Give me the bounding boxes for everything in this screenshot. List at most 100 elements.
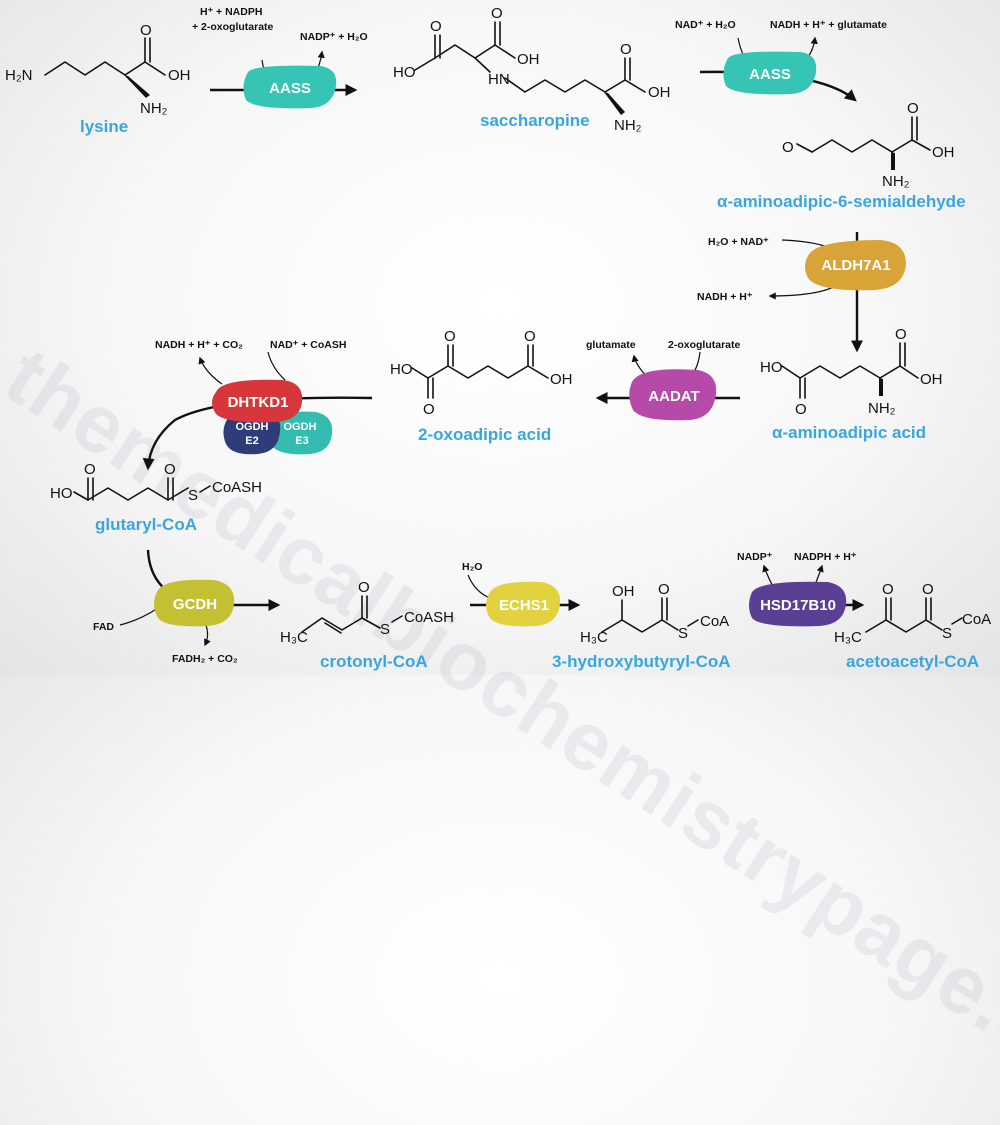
cofactor-dhtkd1-out: NADH + H⁺ + CO₂	[155, 339, 243, 351]
atom-s: S	[380, 621, 390, 638]
metabolite-glutaryl: glutaryl-CoA	[95, 515, 197, 534]
atom-o-3: O	[620, 41, 632, 58]
cofactor-aldh-in: H₂O + NAD⁺	[708, 236, 769, 248]
cofactor-gcdh-in: FAD	[93, 621, 114, 633]
metabolite-aminoadipic: α-aminoadipic acid	[772, 423, 926, 442]
arrow-dhtkd1-out	[198, 356, 223, 385]
cofactor-gcdh-out: FADH₂ + CO₂	[172, 653, 238, 665]
atom-nh2: NH₂	[882, 173, 910, 190]
acetoacetyl-structure: H₃C O O S CoA	[834, 581, 991, 646]
enzyme-aldh7a1-label: ALDH7A1	[821, 257, 890, 274]
atom-coa: CoA	[700, 613, 729, 630]
enzyme-echs1: ECHS1	[486, 581, 561, 627]
metabolite-lysine: lysine	[80, 117, 128, 136]
atom-o-2: O	[895, 326, 907, 343]
atom-oh: OH	[168, 67, 191, 84]
enzyme-aass-2: AASS	[723, 51, 817, 95]
metabolite-oxoadipic: 2-oxoadipic acid	[418, 425, 551, 444]
oxoadipic-structure: HO O O O OH	[390, 328, 573, 418]
hydroxybutyryl-structure: H₃C OH O S CoA	[580, 581, 729, 646]
atom-h3c: H₃C	[580, 629, 608, 646]
cofactor-echs1-in: H₂O	[462, 561, 482, 573]
enzyme-dhtkd1-label: DHTKD1	[228, 394, 289, 411]
atom-o-1: O	[430, 18, 442, 35]
atom-oh: OH	[920, 371, 943, 388]
atom-o-1: O	[84, 461, 96, 478]
atom-o-1: O	[423, 401, 435, 418]
atom-o-2: O	[491, 5, 503, 22]
metabolite-saccharopine: saccharopine	[480, 111, 590, 130]
lysine-structure: H₂N O OH NH₂	[5, 22, 191, 117]
cofactor-aass1-in-2: + 2-oxoglutarate	[192, 21, 274, 33]
arrow-oxoadipic-glutaryl	[142, 396, 373, 471]
atom-o-2: O	[922, 581, 934, 598]
atom-o-2: O	[444, 328, 456, 345]
enzyme-aass-1-label: AASS	[269, 80, 311, 97]
atom-o: O	[358, 579, 370, 596]
enzyme-aadat-label: AADAT	[648, 388, 699, 405]
cofactor-aadat-out: glutamate	[586, 339, 636, 351]
cofactor-aldh-out: NADH + H⁺	[697, 291, 753, 303]
atom-coash: CoASH	[212, 479, 262, 496]
metabolite-crotonyl: crotonyl-CoA	[320, 652, 428, 671]
atom-oh: OH	[550, 371, 573, 388]
metabolite-acetoacetyl: acetoacetyl-CoA	[846, 652, 979, 671]
atom-ho: HO	[390, 361, 413, 378]
enzyme-aass-1: AASS	[243, 65, 337, 109]
cofactor-aass2-in: NAD⁺ + H₂O	[675, 19, 736, 31]
enzyme-aadat: AADAT	[629, 369, 717, 421]
atom-oh: OH	[612, 583, 635, 600]
atom-h2n: H₂N	[5, 67, 33, 84]
atom-s: S	[942, 625, 952, 642]
atom-oh: OH	[932, 144, 955, 161]
atom-coa: CoA	[962, 611, 991, 628]
metabolite-hydroxybutyryl: 3-hydroxybutyryl-CoA	[552, 652, 731, 671]
atom-ho: HO	[50, 485, 73, 502]
enzyme-aass-2-label: AASS	[749, 66, 791, 83]
atom-h3c: H₃C	[280, 629, 308, 646]
atom-s: S	[188, 487, 198, 504]
atom-o-2: O	[164, 461, 176, 478]
atom-oh-1: OH	[517, 51, 540, 68]
atom-h3c: H₃C	[834, 629, 862, 646]
enzyme-dhtkd1: DHTKD1	[212, 379, 303, 423]
enzyme-hsd17b10: HSD17B10	[749, 581, 847, 627]
saccharopine-structure: O HO O OH HN O OH NH₂	[393, 5, 671, 134]
atom-o: O	[907, 100, 919, 117]
arrow-echs1-in	[467, 574, 491, 599]
atom-hn: HN	[488, 71, 510, 88]
atom-oh-2: OH	[648, 84, 671, 101]
atom-coash: CoASH	[404, 609, 454, 626]
enzyme-hsd17b10-label: HSD17B10	[760, 597, 836, 614]
atom-ho-1: HO	[393, 64, 416, 81]
atom-o-ald: O	[782, 139, 794, 156]
cofactor-aass2-out: NADH + H⁺ + glutamate	[770, 19, 887, 31]
enzyme-ogdh-e3-label-1: OGDH	[284, 421, 317, 433]
cofactor-hsd-left: NADP⁺	[737, 551, 773, 563]
metabolite-semialdehyde: α-aminoadipic-6-semialdehyde	[717, 192, 966, 211]
enzyme-ogdh-e2-label-2: E2	[245, 435, 258, 447]
atom-o-1: O	[882, 581, 894, 598]
atom-ho: HO	[760, 359, 783, 376]
glutaryl-structure: HO O O S CoASH	[50, 461, 262, 504]
enzyme-ogdh-e3-label-2: E3	[295, 435, 308, 447]
enzyme-gcdh: GCDH	[154, 579, 235, 627]
atom-s: S	[678, 625, 688, 642]
semialdehyde-structure: O O OH NH₂	[782, 100, 955, 190]
atom-o: O	[658, 581, 670, 598]
cofactor-aass1-out: NADP⁺ + H₂O	[300, 31, 368, 43]
enzyme-ogdh-e3: OGDH E3	[269, 411, 333, 455]
enzyme-aldh7a1: ALDH7A1	[805, 240, 906, 291]
atom-nh2: NH₂	[868, 400, 896, 417]
aminoadipic-structure: HO O O OH NH₂	[760, 326, 943, 418]
atom-o: O	[140, 22, 152, 39]
cofactor-aadat-in: 2-oxoglutarate	[668, 339, 741, 351]
cofactor-aass1-in-1: H⁺ + NADPH	[200, 6, 262, 18]
enzyme-gcdh-label: GCDH	[173, 596, 217, 613]
atom-o-1: O	[795, 401, 807, 418]
crotonyl-structure: H₃C O S CoASH	[280, 579, 454, 646]
cofactor-dhtkd1-in: NAD⁺ + CoASH	[270, 339, 346, 351]
enzyme-echs1-label: ECHS1	[499, 597, 549, 614]
pathway-diagram: H₂N O OH NH₂ lysine H⁺ + NADPH + 2-oxogl…	[5, 5, 991, 671]
cofactor-hsd-right: NADPH + H⁺	[794, 551, 857, 563]
